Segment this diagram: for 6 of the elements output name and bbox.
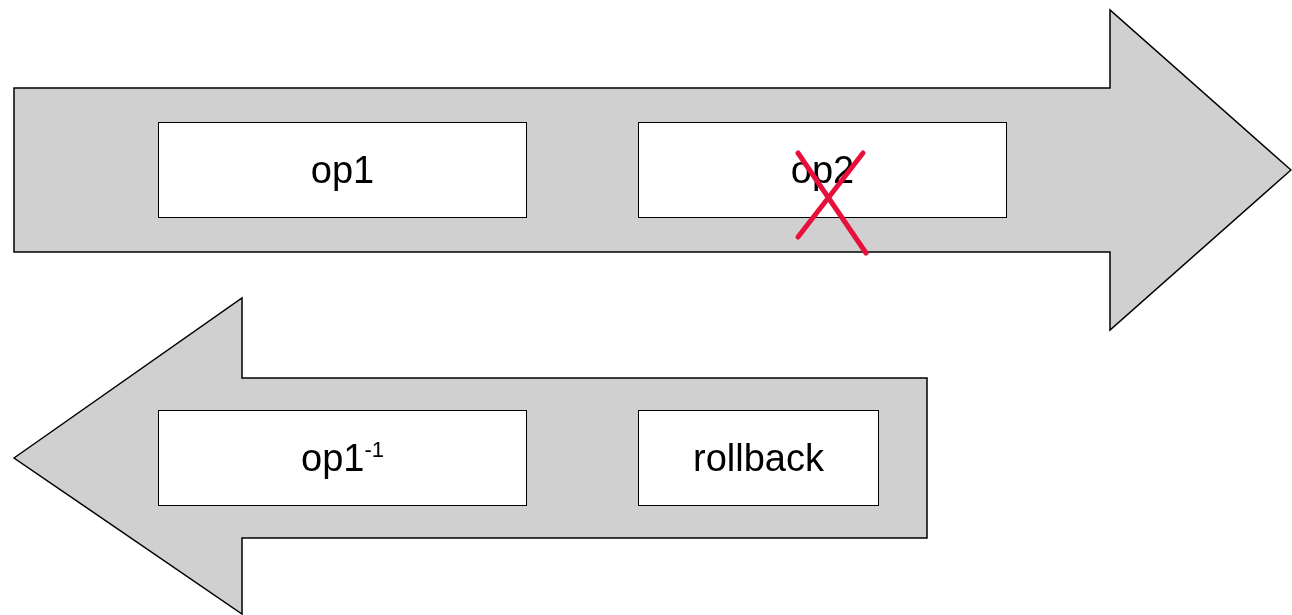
box-label: op1$^{-1}$ — [301, 436, 384, 480]
process-box — [638, 410, 879, 506]
box-label: op1 — [310, 148, 375, 192]
process-box — [158, 122, 527, 218]
box-label: rollback — [693, 436, 824, 480]
process-box — [158, 410, 527, 506]
